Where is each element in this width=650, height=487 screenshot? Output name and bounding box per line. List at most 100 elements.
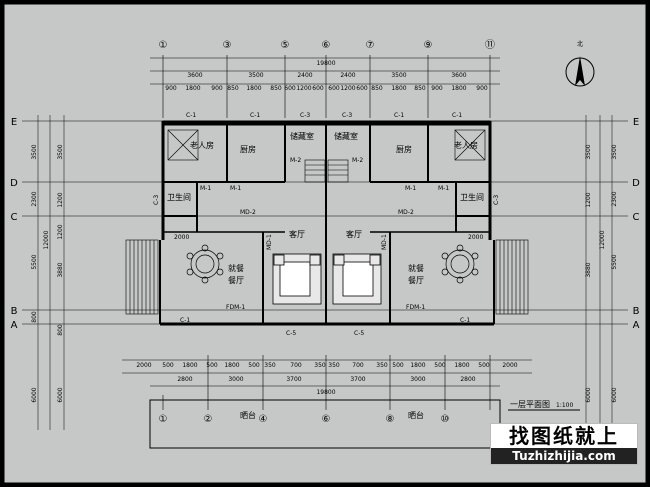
- bottom-dims-row1: 2000 500 1800 500 1800 500 350 700 350 3…: [136, 362, 517, 369]
- dim-text: 850: [414, 85, 426, 92]
- axis-C-left: C: [11, 212, 18, 223]
- room-labels: 老人房 老人房 厨房 厨房 储藏室 储藏室 卫生间 卫生间 客厅 客厅 就餐 餐…: [167, 131, 484, 420]
- sofa-sets: [272, 253, 382, 305]
- dim-text: 6000: [585, 387, 592, 402]
- dim-text: 1200: [57, 192, 64, 207]
- dim-text: 1800: [246, 85, 261, 92]
- dim-text: 3700: [286, 376, 301, 383]
- bottom-dimension-lines: [122, 355, 532, 410]
- top-dims-row2: 900 1800 900 850 1800 850 600 1200 600 6…: [165, 85, 488, 92]
- dim-text: 850: [371, 85, 383, 92]
- dim-text: 2800: [177, 376, 192, 383]
- dim-text: 500: [478, 362, 490, 369]
- right-dimensions: 3500 1200 3880 6000 12000 3500 2300 5500…: [585, 144, 618, 402]
- tag-c3: C-3: [493, 195, 500, 205]
- tag-m1: M-1: [230, 185, 241, 192]
- north-arrow: 北: [565, 40, 595, 87]
- dim-text: 1800: [182, 362, 197, 369]
- dim-text: 600: [356, 85, 368, 92]
- dim-text: 350: [328, 362, 340, 369]
- dim-text: 3700: [350, 376, 365, 383]
- dim-text: 1800: [451, 85, 466, 92]
- dim-text: 1200: [340, 85, 355, 92]
- dim-text: 800: [31, 311, 38, 323]
- tag-2000: 2000: [468, 234, 483, 241]
- dim-text: 900: [211, 85, 223, 92]
- dim-text: 1800: [454, 362, 469, 369]
- side-steps: [125, 239, 529, 315]
- room-living-right: 客厅: [346, 229, 362, 239]
- dim-text: 700: [290, 362, 302, 369]
- tag-c5: C-5: [354, 330, 364, 337]
- tag-c1: C-1: [460, 317, 470, 324]
- watermark-url: Tuzhizhijia.com: [491, 448, 637, 464]
- tag-m2: M-2: [290, 157, 301, 164]
- tag-c3: C-3: [153, 195, 160, 205]
- drawing-scale: 1:100: [556, 402, 573, 409]
- dim-text: 2300: [31, 191, 38, 206]
- dim-text: 3880: [57, 262, 64, 277]
- tag-m1: M-1: [200, 185, 211, 192]
- dim-text: 600: [312, 85, 324, 92]
- stairs: [304, 159, 349, 183]
- room-dining-left: 餐厅: [228, 276, 244, 285]
- left-axis-column: E D C B A: [10, 117, 18, 331]
- bottom-axis-row: ① ② ④ ⑥ ⑧ ⑩: [159, 414, 450, 425]
- tag-2000: 2000: [174, 234, 189, 241]
- axis-11-top: ⑪: [485, 39, 495, 51]
- dim-text: 3500: [611, 144, 618, 159]
- tag-md1: MD-1: [266, 234, 273, 250]
- axis-9-top: ⑨: [424, 40, 433, 51]
- dim-text: 3500: [57, 144, 64, 159]
- top-dims-row1: 3600 3500 2400 2400 3500 3600: [187, 72, 466, 79]
- tag-m1: M-1: [438, 185, 449, 192]
- axis-4-bottom: ④: [259, 414, 268, 425]
- dim-text: 350: [376, 362, 388, 369]
- dim-text: 1200: [585, 192, 592, 207]
- axis-7-top: ⑦: [366, 40, 375, 51]
- dim-text: 3000: [228, 376, 243, 383]
- room-living-left: 客厅: [289, 229, 305, 239]
- dim-text: 850: [227, 85, 239, 92]
- drawing-title: 一层平面图: [510, 400, 550, 409]
- axis-D-left: D: [10, 178, 18, 189]
- dim-text: 500: [206, 362, 218, 369]
- tag-c1: C-1: [452, 112, 462, 119]
- tag-c1: C-1: [250, 112, 260, 119]
- dim-text: 2000: [502, 362, 517, 369]
- tag-md2: MD-2: [240, 209, 256, 216]
- axis-6-top: ⑥: [322, 40, 331, 51]
- dim-text: 500: [434, 362, 446, 369]
- dim-text: 6000: [611, 387, 618, 402]
- top-dimension-lines: [150, 55, 500, 118]
- dim-text: 1200: [57, 224, 64, 239]
- tag-fdm1: FDM-1: [406, 304, 425, 311]
- dim-text: 5500: [31, 254, 38, 269]
- room-balcony-right: 晒台: [408, 410, 424, 420]
- watermark-chinese: 找图纸就上: [509, 424, 619, 448]
- top-axis-row: ① ③ ⑤ ⑥ ⑦ ⑨ ⑪: [159, 39, 495, 51]
- dim-text: 900: [431, 85, 443, 92]
- dim-text: 3500: [391, 72, 406, 79]
- dim-text: 3500: [248, 72, 263, 79]
- axis-6-bottom: ⑥: [322, 414, 331, 425]
- axis-A-right: A: [633, 320, 640, 331]
- dim-text: 500: [248, 362, 260, 369]
- room-dining-prefix-left: 就餐: [228, 263, 244, 273]
- dim-text: 1800: [224, 362, 239, 369]
- dim-text: 3500: [585, 144, 592, 159]
- dim-text: 600: [284, 85, 296, 92]
- room-bathroom-left: 卫生间: [167, 192, 191, 202]
- dim-text: 2800: [460, 376, 475, 383]
- top-total-dimension: 19800: [316, 60, 335, 67]
- room-balcony-left: 晒台: [240, 410, 256, 420]
- dim-text: 3000: [410, 376, 425, 383]
- dim-text: 2300: [611, 191, 618, 206]
- dim-text: 3880: [585, 262, 592, 277]
- beds: [167, 129, 486, 161]
- tag-c3: C-3: [300, 112, 310, 119]
- axis-5-top: ⑤: [281, 40, 290, 51]
- tag-m2: M-2: [352, 157, 363, 164]
- left-total-dim: 12000: [43, 230, 50, 249]
